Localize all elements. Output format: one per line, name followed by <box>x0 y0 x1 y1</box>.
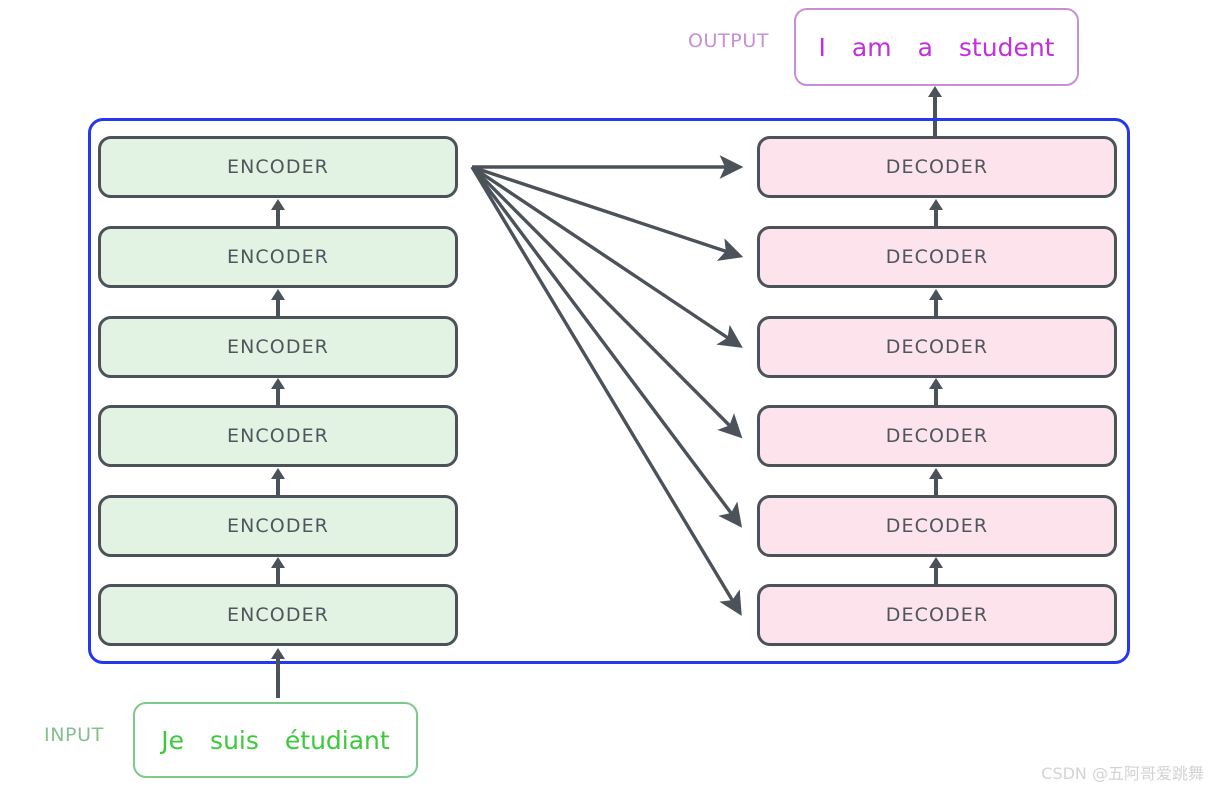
arrow-shaft <box>276 565 280 585</box>
arrow-head <box>929 199 943 210</box>
encoder-label: ENCODER <box>227 246 329 268</box>
encoder-block-3[interactable]: ENCODER <box>98 316 458 378</box>
decoder-block-6[interactable]: DECODER <box>757 584 1117 646</box>
arrow-shaft <box>276 476 280 496</box>
decoder-block-5[interactable]: DECODER <box>757 495 1117 557</box>
encoder-connector-arrow <box>271 468 285 496</box>
decoder-connector-arrow <box>929 468 943 496</box>
input-token-box: Je suis étudiant <box>133 702 418 778</box>
decoder-label: DECODER <box>885 425 989 447</box>
input-to-encoder-arrow <box>271 648 285 698</box>
decoder-connector-arrow <box>929 557 943 585</box>
decoder-label: DECODER <box>885 515 989 537</box>
arrow-head <box>271 378 285 389</box>
arrow-shaft <box>933 94 937 136</box>
decoder-label: DECODER <box>885 156 989 178</box>
encoder-label: ENCODER <box>227 425 329 447</box>
decoder-block-4[interactable]: DECODER <box>757 405 1117 467</box>
output-token: I <box>818 32 826 62</box>
encoder-label: ENCODER <box>227 156 329 178</box>
encoder-connector-arrow <box>271 199 285 227</box>
arrow-shaft <box>934 297 938 317</box>
decoder-connector-arrow <box>929 378 943 406</box>
arrow-head <box>271 199 285 210</box>
output-token-box: I am a student <box>794 8 1079 86</box>
encoder-connector-arrow <box>271 378 285 406</box>
output-token: am <box>851 32 892 62</box>
output-token: a <box>917 32 933 62</box>
arrow-shaft <box>276 386 280 406</box>
encoder-label: ENCODER <box>227 604 329 626</box>
arrow-head <box>271 289 285 300</box>
arrow-shaft <box>934 207 938 227</box>
encoder-block-1[interactable]: ENCODER <box>98 136 458 198</box>
encoder-connector-arrow <box>271 289 285 317</box>
decoder-label: DECODER <box>885 246 989 268</box>
encoder-connector-arrow <box>271 557 285 585</box>
model-container <box>88 118 1130 664</box>
arrow-shaft <box>934 476 938 496</box>
csdn-watermark: CSDN @五阿哥爱跳舞 <box>1041 764 1204 783</box>
encoder-block-5[interactable]: ENCODER <box>98 495 458 557</box>
input-label: INPUT <box>44 724 104 746</box>
decoder-block-3[interactable]: DECODER <box>757 316 1117 378</box>
arrow-head <box>928 86 942 97</box>
arrow-head <box>271 557 285 568</box>
arrow-head <box>929 289 943 300</box>
encoder-block-2[interactable]: ENCODER <box>98 226 458 288</box>
arrow-head <box>929 557 943 568</box>
arrow-head <box>271 648 285 659</box>
input-token: Je <box>161 725 185 755</box>
arrow-shaft <box>276 656 280 698</box>
output-label: OUTPUT <box>688 30 770 52</box>
arrow-shaft <box>934 386 938 406</box>
output-token-list: I am a student <box>819 33 1055 62</box>
encoder-label: ENCODER <box>227 336 329 358</box>
arrow-head <box>929 468 943 479</box>
decoder-block-1[interactable]: DECODER <box>757 136 1117 198</box>
input-token: étudiant <box>284 725 390 755</box>
input-token: suis <box>210 725 259 755</box>
arrow-shaft <box>276 207 280 227</box>
encoder-block-4[interactable]: ENCODER <box>98 405 458 467</box>
output-token: student <box>958 32 1055 62</box>
encoder-block-6[interactable]: ENCODER <box>98 584 458 646</box>
encoder-label: ENCODER <box>227 515 329 537</box>
decoder-block-2[interactable]: DECODER <box>757 226 1117 288</box>
decoder-to-output-arrow <box>928 86 942 136</box>
arrow-shaft <box>276 297 280 317</box>
decoder-connector-arrow <box>929 289 943 317</box>
arrow-head <box>271 468 285 479</box>
decoder-connector-arrow <box>929 199 943 227</box>
decoder-label: DECODER <box>885 604 989 626</box>
arrow-head <box>929 378 943 389</box>
arrow-shaft <box>934 565 938 585</box>
input-token-list: Je suis étudiant <box>161 726 389 755</box>
decoder-label: DECODER <box>885 336 989 358</box>
